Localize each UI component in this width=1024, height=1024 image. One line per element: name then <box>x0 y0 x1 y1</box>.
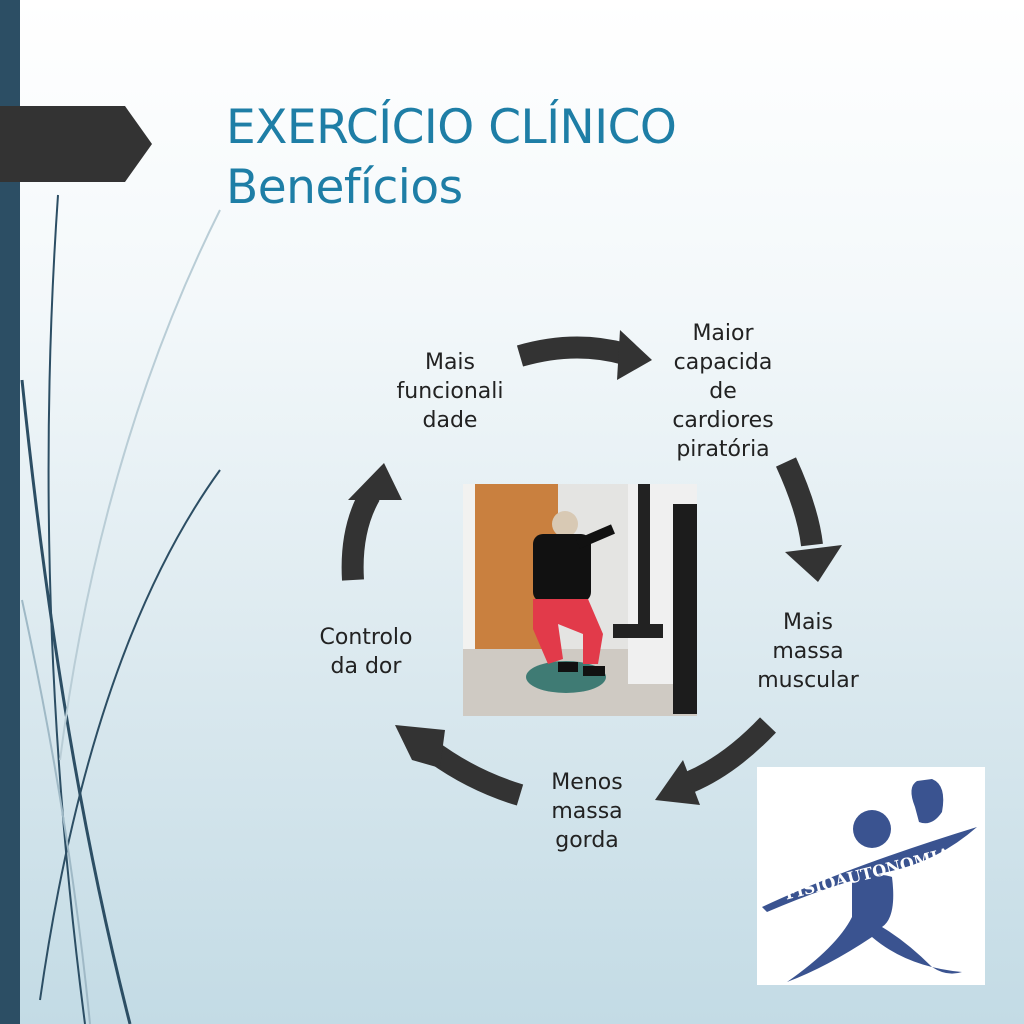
cycle-item-muscle: Mais massa muscular <box>738 608 878 695</box>
cycle-item-functionality: Mais funcionali dade <box>380 348 520 435</box>
arrowhead-left <box>348 463 402 500</box>
logo-figure-icon: FISIOAUTONOMIA <box>762 779 977 982</box>
label-line: capacida <box>673 350 773 375</box>
label-line: Mais <box>424 350 476 375</box>
label-line: Mais <box>782 610 834 635</box>
arrowhead-bottom-right <box>655 760 700 805</box>
exercise-photo <box>463 484 697 716</box>
label-line: gorda <box>555 828 619 853</box>
arrowhead-top <box>617 330 652 380</box>
cycle-item-fat: Menos massa gorda <box>517 768 657 855</box>
arrowhead-bottom <box>395 725 445 768</box>
title-line-1: EXERCÍCIO CLÍNICO <box>226 100 677 155</box>
arrow-left <box>341 489 380 581</box>
label-line: dade <box>422 408 478 433</box>
label-line: piratória <box>676 437 770 462</box>
label-line: muscular <box>757 668 859 693</box>
title-subtitle: Benefícios <box>226 160 463 215</box>
fisioautonomia-logo: FISIOAUTONOMIA <box>757 767 985 985</box>
arrow-right <box>775 457 823 547</box>
sidebar-bar <box>0 0 20 1024</box>
label-line: Controlo <box>319 625 413 650</box>
page-title: EXERCÍCIO CLÍNICO Benefícios <box>226 98 677 218</box>
arrow-bottom <box>421 739 524 806</box>
label-line: funcionali <box>396 379 504 404</box>
arrow-bottom-right <box>685 717 776 793</box>
arrowhead-right <box>785 545 842 582</box>
cycle-item-pain: Controlo da dor <box>296 623 436 681</box>
label-line: massa <box>772 639 844 664</box>
label-line: Maior <box>692 321 754 346</box>
label-line: Menos <box>551 770 623 795</box>
label-line: cardiores <box>672 408 774 433</box>
photo-illustration <box>463 484 697 716</box>
arrow-top <box>516 336 628 367</box>
label-line: massa <box>551 799 623 824</box>
label-line: de <box>709 379 737 404</box>
cycle-item-cardio: Maior capacida de cardiores piratória <box>653 319 793 464</box>
label-line: da dor <box>330 654 402 679</box>
title-marker-tab <box>0 106 152 182</box>
